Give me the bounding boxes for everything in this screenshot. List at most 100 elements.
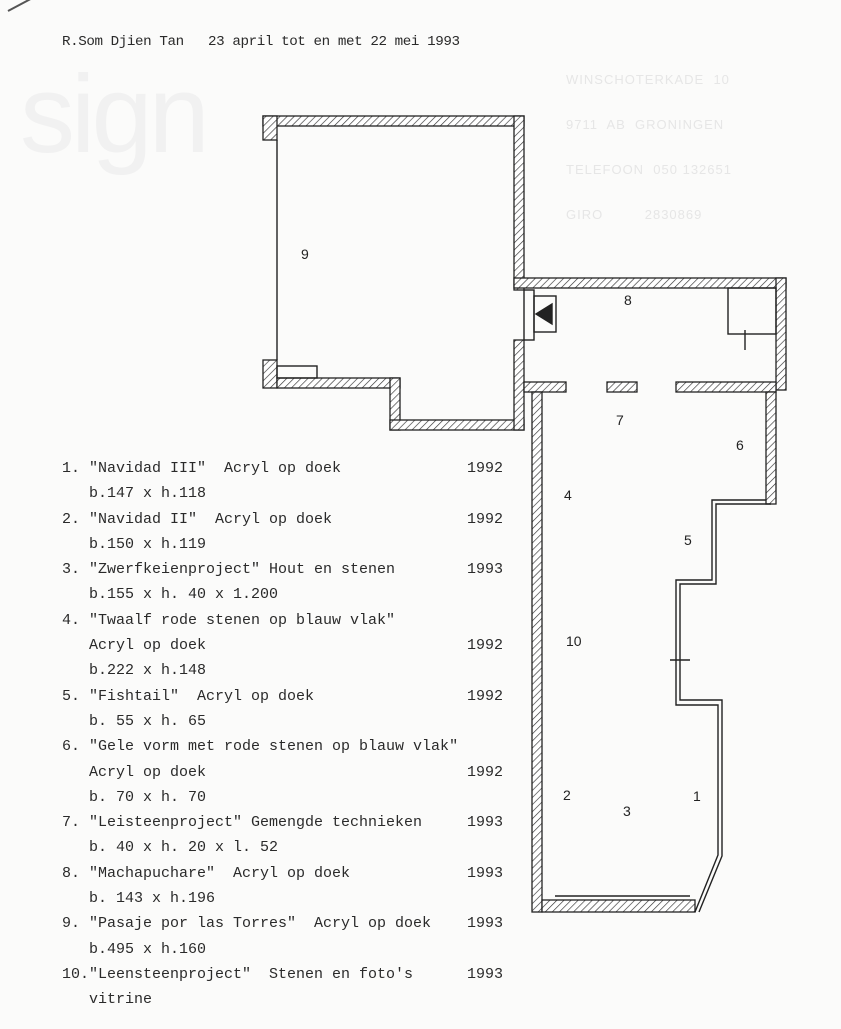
work-text: b.222 x h.148 — [62, 662, 207, 680]
work-item: 8. "Machapuchare" Acryl op doek 1993 b. 1… — [62, 861, 504, 912]
room-label-5: 5 — [684, 532, 692, 548]
work-text: b.495 x h.160 — [62, 940, 207, 958]
work-year: 1993 — [467, 864, 504, 882]
work-year: 1992 — [467, 763, 504, 781]
work-title-line: 5. "Fishtail" Acryl op doek 1992 — [62, 684, 504, 709]
work-detail-line: Acryl op doek 1992 — [62, 633, 504, 658]
work-item: 5. "Fishtail" Acryl op doek 1992 b. 55 x … — [62, 684, 504, 735]
work-item: 9. "Pasaje por las Torres" Acryl op doek… — [62, 911, 504, 962]
work-text: b.147 x h.118 — [62, 485, 207, 503]
work-item: 2. "Navidad II" Acryl op doek 1992 b.150 … — [62, 507, 504, 558]
work-year: 1992 — [467, 460, 504, 477]
work-text: 6. "Gele vorm met rode stenen op blauw v… — [62, 738, 459, 756]
work-text: 8. "Machapuchare" Acryl op doek — [62, 864, 351, 882]
work-title-line: 4. "Twaalf rode stenen op blauw vlak" — [62, 608, 502, 633]
work-text: 1. "Navidad III" Acryl op doek — [62, 460, 342, 477]
work-detail-line: Acryl op doek 1992 — [62, 760, 504, 785]
work-year: 1993 — [467, 814, 504, 832]
work-title-line: 7. "Leisteenproject" Gemengde technieken… — [62, 810, 504, 835]
work-detail-line: b.147 x h.118 — [62, 481, 502, 506]
work-item: 4. "Twaalf rode stenen op blauw vlak" Ac… — [62, 608, 504, 684]
letterhead-logo-showthrough: sign — [20, 53, 210, 176]
work-detail-line: b.222 x h.148 — [62, 658, 502, 683]
work-item: 1. "Navidad III" Acryl op doek 1992 b.147… — [62, 456, 504, 507]
wall — [523, 381, 567, 393]
work-title-line: 6. "Gele vorm met rode stenen op blauw v… — [62, 734, 502, 759]
wall — [389, 419, 525, 431]
thin-walls — [276, 140, 777, 913]
room-label-9: 9 — [301, 246, 309, 262]
wall — [606, 381, 638, 393]
work-text: Acryl op doek — [62, 763, 207, 781]
wall — [541, 899, 696, 913]
wall — [775, 277, 787, 391]
work-title-line: 8. "Machapuchare" Acryl op doek 1993 — [62, 861, 504, 886]
work-detail-line: b. 40 x h. 20 x l. 52 — [62, 835, 502, 860]
work-detail-line: b. 55 x h. 65 — [62, 709, 502, 734]
work-year: 1992 — [467, 510, 504, 528]
work-title-line: 3. "Zwerfkeienproject" Hout en stenen 199… — [62, 557, 504, 582]
work-year: 1992 — [467, 637, 504, 655]
letterhead-line: GIRO 2830869 — [566, 207, 703, 222]
document-header: R.Som Djien Tan 23 april tot en met 22 m… — [62, 34, 460, 50]
work-title-line: 9. "Pasaje por las Torres" Acryl op doek… — [62, 911, 504, 936]
wall — [513, 277, 787, 289]
work-title-line: 10."Leensteenproject" Stenen en foto's 19… — [62, 962, 504, 987]
room-label-8: 8 — [624, 292, 632, 308]
wall — [262, 115, 525, 127]
work-text: Acryl op doek — [62, 637, 207, 655]
works-list: 1. "Navidad III" Acryl op doek 1992 b.147… — [62, 456, 504, 1013]
work-text: 7. "Leisteenproject" Gemengde technieken — [62, 814, 423, 832]
work-text: b. 40 x h. 20 x l. 52 — [62, 839, 279, 857]
work-item: 3. "Zwerfkeienproject" Hout en stenen 199… — [62, 557, 504, 608]
work-detail-line: b.150 x h.119 — [62, 532, 502, 557]
work-text: 4. "Twaalf rode stenen op blauw vlak" — [62, 611, 396, 629]
letterhead-line: WINSCHOTERKADE 10 — [566, 72, 730, 87]
work-text: b. 143 x h.196 — [62, 890, 216, 908]
wall — [675, 381, 777, 393]
wall — [531, 391, 543, 913]
wall — [276, 377, 401, 389]
work-text: b.150 x h.119 — [62, 535, 207, 553]
room-label-2: 2 — [563, 787, 571, 803]
work-detail-line: vitrine — [62, 987, 502, 1012]
room-label-1: 1 — [693, 788, 701, 804]
work-item: 6. "Gele vorm met rode stenen op blauw v… — [62, 734, 504, 810]
letterhead-line: 9711 AB GRONINGEN — [566, 117, 725, 132]
wall — [765, 391, 777, 505]
work-text: 3. "Zwerfkeienproject" Hout en stenen — [62, 561, 396, 579]
work-text: vitrine — [62, 991, 153, 1009]
work-text: 2. "Navidad II" Acryl op doek — [62, 510, 333, 528]
walls — [262, 115, 787, 913]
wall — [262, 115, 278, 141]
work-year: 1993 — [467, 561, 504, 579]
work-year: 1992 — [467, 687, 504, 705]
work-text: b. 55 x h. 65 — [62, 712, 207, 730]
work-item: 10."Leensteenproject" Stenen en foto's 19… — [62, 962, 504, 1013]
work-text: 10."Leensteenproject" Stenen en foto's — [62, 965, 414, 983]
work-title-line: 2. "Navidad II" Acryl op doek 1992 — [62, 507, 504, 532]
work-text: b.155 x h. 40 x 1.200 — [62, 586, 279, 604]
work-year: 1993 — [467, 965, 504, 983]
wall — [513, 339, 525, 431]
work-text: 5. "Fishtail" Acryl op doek — [62, 687, 315, 705]
work-text: b. 70 x h. 70 — [62, 788, 207, 806]
room-label-6: 6 — [736, 437, 744, 453]
letterhead-line: TELEFOON 050 132651 — [566, 162, 732, 177]
room-label-4: 4 — [564, 487, 572, 503]
work-year: 1993 — [467, 915, 504, 933]
room-label-7: 7 — [616, 412, 624, 428]
work-item: 7. "Leisteenproject" Gemengde technieken… — [62, 810, 504, 861]
work-detail-line: b.495 x h.160 — [62, 937, 502, 962]
work-text: 9. "Pasaje por las Torres" Acryl op doek — [62, 915, 432, 933]
work-detail-line: b. 143 x h.196 — [62, 886, 502, 911]
letterhead-address-showthrough: WINSCHOTERKADE 10 9711 AB GRONINGEN TELE… — [566, 42, 732, 237]
room-label-3: 3 — [623, 803, 631, 819]
work-title-line: 1. "Navidad III" Acryl op doek 1992 — [62, 456, 504, 481]
room-label-10: 10 — [566, 633, 582, 649]
wall — [513, 115, 525, 291]
work-detail-line: b. 70 x h. 70 — [62, 785, 502, 810]
room-labels: 9 8 7 6 4 5 10 2 3 1 — [301, 246, 744, 819]
work-detail-line: b.155 x h. 40 x 1.200 — [62, 582, 502, 607]
